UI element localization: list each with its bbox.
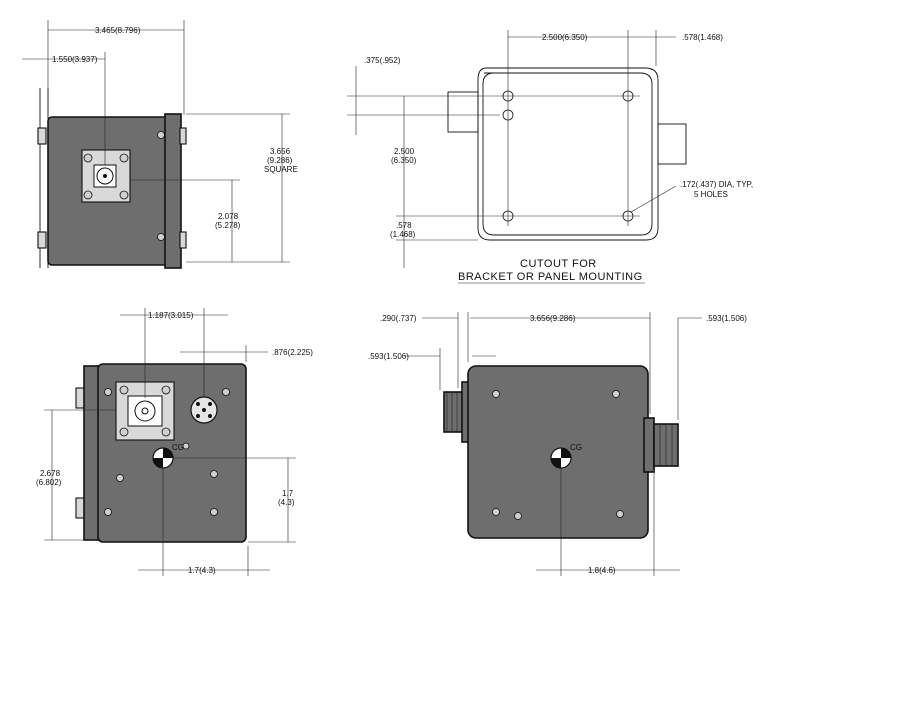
body-screw bbox=[222, 388, 230, 396]
hole-spacing-v-mm-label: (6.350) bbox=[391, 156, 417, 165]
overall-width-label: 3.465(8.796) bbox=[95, 26, 141, 35]
center-of-gravity-symbol bbox=[550, 447, 572, 469]
side-tab bbox=[179, 127, 187, 145]
left-connector-label: .593(1.506) bbox=[368, 352, 409, 361]
plate-screw bbox=[119, 385, 129, 395]
hole-spacing-v-label: 2.500 bbox=[394, 147, 415, 156]
plate-screw bbox=[119, 427, 129, 437]
cutout-caption-line2: BRACKET OR PANEL MOUNTING bbox=[458, 271, 643, 283]
bottom-right-view: CG .290(.737) 3.656(9.286) .593(1.506) .… bbox=[368, 312, 747, 576]
cg-label: CG bbox=[172, 443, 184, 452]
width-label: 3.656(9.286) bbox=[530, 314, 576, 323]
height-mm-label: (6.802) bbox=[36, 478, 62, 487]
hole-note-line2: 5 HOLES bbox=[694, 190, 728, 199]
body-screw bbox=[616, 510, 624, 518]
body-screw bbox=[492, 390, 500, 398]
plate-screw bbox=[161, 427, 171, 437]
cg-width-label: 1.8(4.6) bbox=[588, 566, 616, 575]
top-left-view: 3.465(8.796) 1.550(3.937) 3.656 (9.286) … bbox=[22, 20, 298, 269]
hole-note-line1: .172(.437) DIA, TYP, bbox=[680, 180, 753, 189]
connector-height-mm-label: (5.278) bbox=[215, 221, 241, 230]
top-margin-label: .375(.952) bbox=[364, 56, 401, 65]
body-screw bbox=[104, 388, 112, 396]
body-screw bbox=[210, 508, 218, 516]
hole-spacing-h-label: 2.500(6.350) bbox=[542, 33, 588, 42]
body-screw bbox=[104, 508, 112, 516]
side-tab bbox=[37, 231, 47, 249]
right-connector-label: .593(1.506) bbox=[706, 314, 747, 323]
plate-screw bbox=[119, 153, 129, 163]
body-screw bbox=[182, 442, 190, 450]
cutout-view: 2.500(6.350) .578(1.468) .375(.952) 2.50… bbox=[347, 30, 753, 284]
bottom-margin-mm-label: (1.468) bbox=[390, 230, 416, 239]
cutout-outline bbox=[477, 67, 659, 241]
mounting-flange bbox=[164, 113, 182, 269]
right-offset-label: .876(2.225) bbox=[272, 348, 313, 357]
bottom-left-view: CG 1.187(3.015) .876(2.225) 2.678 (6.802… bbox=[36, 308, 313, 576]
right-margin-label: .578(1.468) bbox=[682, 33, 723, 42]
connector-height-label: 2.078 bbox=[218, 212, 239, 221]
plate-screw bbox=[83, 153, 93, 163]
height-label: 2.678 bbox=[40, 469, 61, 478]
connector-offset-label: 1.550(3.937) bbox=[52, 55, 98, 64]
left-connector-outline bbox=[447, 91, 479, 133]
plate-screw bbox=[83, 190, 93, 200]
cg-label: CG bbox=[570, 443, 582, 452]
plate-screw bbox=[119, 190, 129, 200]
right-connector-outline bbox=[657, 123, 687, 165]
height-label: 3.656 bbox=[270, 147, 291, 156]
side-tab bbox=[179, 231, 187, 249]
connector-pin bbox=[103, 174, 107, 178]
left-flange-label: .290(.737) bbox=[380, 314, 417, 323]
cg-height-label: 1.7 bbox=[282, 489, 294, 498]
height-note-label: SQUARE bbox=[264, 165, 298, 174]
height-mm-label: (9.286) bbox=[267, 156, 293, 165]
bottom-margin-label: .578 bbox=[396, 221, 412, 230]
body-screw bbox=[612, 390, 620, 398]
body-screw bbox=[210, 470, 218, 478]
cg-height-mm-label: (4.3) bbox=[278, 498, 295, 507]
cutout-caption-line1: CUTOUT FOR bbox=[520, 258, 597, 270]
body-screw bbox=[157, 233, 165, 241]
side-tab bbox=[37, 127, 47, 145]
plate-screw bbox=[161, 385, 171, 395]
center-of-gravity-symbol bbox=[152, 447, 174, 469]
body-screw bbox=[157, 131, 165, 139]
cg-width-label: 1.7(4.3) bbox=[188, 566, 216, 575]
body-screw bbox=[492, 508, 500, 516]
body-screw bbox=[116, 474, 124, 482]
connector-offset-label: 1.187(3.015) bbox=[148, 311, 194, 320]
body-screw bbox=[514, 512, 522, 520]
